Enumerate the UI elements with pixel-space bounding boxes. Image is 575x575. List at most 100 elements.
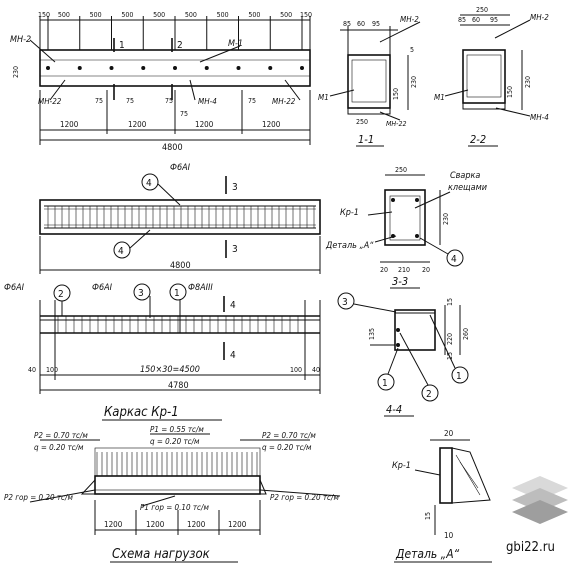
- dim-1200-1: 1200: [60, 120, 79, 129]
- s44-d260: 260: [462, 328, 470, 340]
- load-dim-4: 1200: [228, 520, 247, 529]
- s44-callout-1a: 1: [382, 378, 388, 389]
- s33-d250: 250: [395, 166, 407, 174]
- dim-75-e: 75: [248, 97, 256, 105]
- top-bolt-hole: [109, 66, 114, 70]
- label-mn4: МН-4: [198, 97, 217, 106]
- label-m1: М-1: [228, 39, 243, 49]
- s22-d95: 95: [490, 16, 498, 24]
- top-spacing-label: 150: [38, 11, 50, 19]
- load-dim-1: 1200: [104, 520, 123, 529]
- s33-callout: 4: [451, 254, 457, 265]
- section-1-1: 85 60 95 МН-2 М1 250 МН-22 230 150 5 1-1: [318, 15, 421, 147]
- s44-d220: 220: [446, 333, 454, 345]
- s11-d85: 85: [343, 20, 351, 28]
- load-q-left: q = 0.20 тс/м: [34, 443, 84, 452]
- rebar-bar-label: Ф6АI: [170, 163, 191, 173]
- s33-d210: 210: [398, 266, 410, 274]
- top-bolt-hole: [77, 66, 82, 70]
- section-mark-2: 2: [177, 40, 183, 51]
- s33-title: 3-3: [392, 275, 408, 288]
- karkas-callout-2: 2: [58, 289, 64, 300]
- s22-d250: 250: [476, 6, 488, 14]
- s22-d60: 60: [472, 16, 480, 24]
- dim-4800-top: 4800: [162, 143, 183, 153]
- rebar-beam-outline: [39, 199, 321, 235]
- s11-d60: 60: [357, 20, 365, 28]
- s44-d135: 135: [368, 328, 376, 340]
- top-spacing-label: 500: [217, 11, 229, 19]
- s11-title: 1-1: [358, 133, 374, 146]
- load-p1gor: P1 гор = 0.10 тс/м: [140, 503, 209, 512]
- top-bolt-hole: [141, 66, 146, 70]
- karkas-total: 4780: [168, 381, 189, 391]
- karkas-bar2: Ф6АI: [92, 283, 113, 293]
- s44-callout-3: 3: [342, 297, 348, 308]
- karkas-view: 2 3 1 Ф6АI Ф6АI Ф8АIII 4 4 40 100 150×30…: [4, 283, 321, 421]
- s22-mn2: МН-2: [530, 13, 549, 22]
- s33-detail: Деталь „А“: [325, 241, 374, 251]
- karkas-bar3: Ф8АIII: [188, 283, 213, 293]
- s22-d230: 230: [524, 76, 532, 88]
- s22-m1: М1: [434, 93, 445, 102]
- top-spacing-label: 500: [121, 11, 133, 19]
- load-p2gor-right: P2 гор = 0.20 тс/м: [270, 493, 339, 502]
- top-bolt-hole: [236, 66, 241, 70]
- load-p2-right: P2 = 0.70 тс/м: [262, 431, 316, 440]
- dim-1200-4: 1200: [262, 120, 281, 129]
- s33-kr1: Кр-1: [340, 208, 359, 218]
- top-spacing-label: 500: [90, 11, 102, 19]
- detail-kr1: Кр-1: [392, 461, 411, 471]
- karkas-section-bottom: 4: [230, 350, 236, 361]
- detail-d15: 15: [424, 512, 432, 520]
- rebar-callout-top: 4: [146, 178, 152, 189]
- dim-75-d: 75: [180, 110, 188, 118]
- site-watermark-text: gbi22.ru: [506, 540, 555, 555]
- load-scheme: P2 = 0.70 тс/м q = 0.20 тс/м P1 = 0.55 т…: [4, 425, 341, 563]
- rebar-callout-bottom: 4: [118, 246, 124, 257]
- load-dim-2: 1200: [146, 520, 165, 529]
- label-mn2: МН-2: [10, 35, 31, 45]
- load-q-mid: q = 0.20 тс/м: [150, 437, 200, 446]
- karkas-d100b: 100: [290, 366, 302, 374]
- detail-d10: 10: [444, 531, 454, 540]
- karkas-section-top: 4: [230, 300, 236, 311]
- section-mark-1: 1: [119, 40, 125, 51]
- load-p2-left: P2 = 0.70 тс/м: [34, 431, 88, 440]
- s44-d15b: 15: [446, 352, 454, 360]
- s22-d85: 85: [458, 16, 466, 24]
- section-2-2: 250 85 60 95 МН-2 М1 МН-4 230 150 2-2: [434, 6, 549, 147]
- dim-1200-2: 1200: [128, 120, 147, 129]
- rebar-section-mark-top: 3: [232, 182, 238, 193]
- s11-d5: 5: [410, 46, 414, 54]
- karkas-d40a: 40: [28, 366, 36, 374]
- top-spacing-label: 500: [153, 11, 165, 19]
- s11-m1: М1: [318, 93, 329, 102]
- top-spacing-label: 500: [185, 11, 197, 19]
- s44-callout-2: 2: [426, 389, 432, 400]
- karkas-callout-3: 3: [138, 288, 144, 299]
- section-4-4: 3 1 2 1 15 220 15 260 135 4-4: [337, 292, 470, 417]
- load-dim-3: 1200: [187, 520, 206, 529]
- top-bolt-hole: [300, 66, 304, 70]
- karkas-bar1: Ф6АI: [4, 283, 25, 293]
- karkas-d100a: 100: [46, 366, 58, 374]
- karkas-spacing: 150×30=4500: [140, 365, 200, 375]
- top-spacing-label: 500: [248, 11, 260, 19]
- top-bolt-hole: [46, 66, 50, 70]
- detail-title: Деталь „А“: [395, 547, 460, 561]
- top-bolt-hole: [204, 66, 209, 70]
- s33-d230: 230: [442, 213, 450, 225]
- top-spacing-label: 150: [300, 11, 312, 19]
- beam-rebar-view: 4 4 Ф6АI 3 3 4800: [39, 163, 321, 274]
- s44-d15a: 15: [446, 298, 454, 306]
- rebar-section-mark-bottom: 3: [232, 244, 238, 255]
- load-p2gor-left: P2 гор = 0.20 тс/м: [4, 493, 73, 502]
- section-3-3: 250 230 20 210 20 Сварка клещами Кр-1 Де…: [325, 166, 487, 289]
- karkas-d40b: 40: [312, 366, 320, 374]
- s33-d20a: 20: [380, 266, 388, 274]
- top-spacing-label: 500: [280, 11, 292, 19]
- dim-75-b: 75: [126, 97, 134, 105]
- top-bolt-hole: [268, 66, 273, 70]
